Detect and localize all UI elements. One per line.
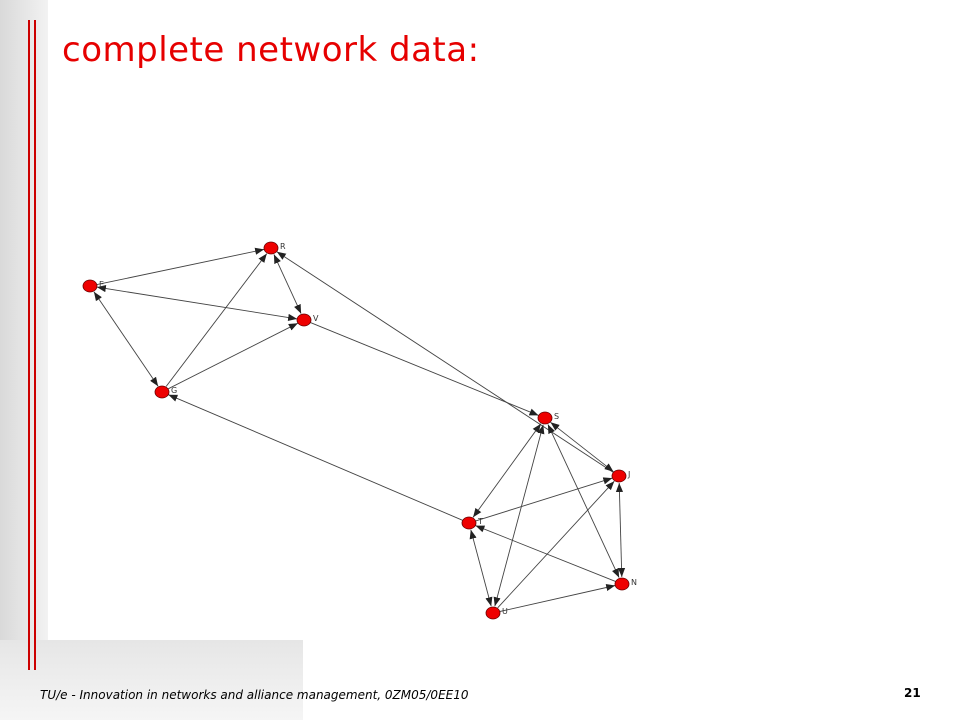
node-label-U: U xyxy=(502,607,508,616)
edge-T-U xyxy=(469,529,493,607)
left-grey-band xyxy=(0,0,48,640)
node-G xyxy=(154,385,170,399)
node-U xyxy=(485,606,501,620)
edge-J-R xyxy=(276,251,614,473)
edge-E-V xyxy=(96,284,298,322)
node-E xyxy=(82,279,98,293)
node-label-E: E xyxy=(99,280,104,289)
node-label-S: S xyxy=(554,412,559,421)
edge-G-V xyxy=(167,322,299,390)
edge-R-V xyxy=(273,254,302,314)
node-S xyxy=(537,411,553,425)
node-T xyxy=(461,516,477,530)
node-V xyxy=(296,313,312,327)
edge-G-R xyxy=(165,253,268,387)
page-number: 21 xyxy=(904,686,921,700)
edge-S-N xyxy=(547,424,620,578)
edge-U-J xyxy=(497,480,615,609)
edge-S-U xyxy=(493,424,545,607)
accent-line-right xyxy=(34,20,36,670)
node-label-J: J xyxy=(627,470,630,479)
accent-line-left xyxy=(28,20,30,670)
node-label-V: V xyxy=(313,314,319,323)
node-label-N: N xyxy=(631,578,637,587)
node-J xyxy=(611,469,627,483)
node-N xyxy=(614,577,630,591)
bottom-grey-panel xyxy=(0,640,303,720)
edge-N-T xyxy=(475,525,616,582)
edge-T-G xyxy=(168,394,463,521)
edge-U-N xyxy=(499,583,616,612)
node-label-R: R xyxy=(280,242,286,251)
slide-title: complete network data: xyxy=(62,30,480,70)
edge-E-G xyxy=(93,291,159,387)
edge-E-R xyxy=(96,247,265,286)
edge-S-J xyxy=(550,421,614,473)
edge-J-N xyxy=(615,482,626,578)
node-label-T: T xyxy=(477,517,483,526)
node-R xyxy=(263,241,279,255)
edges-layer xyxy=(93,247,626,612)
nodes-layer: R E V G S J T N U xyxy=(82,241,637,620)
footer-text: TU/e - Innovation in networks and allian… xyxy=(40,688,469,702)
edge-V-S xyxy=(310,322,539,416)
edge-T-J xyxy=(475,477,613,522)
node-label-G: G xyxy=(171,386,177,395)
